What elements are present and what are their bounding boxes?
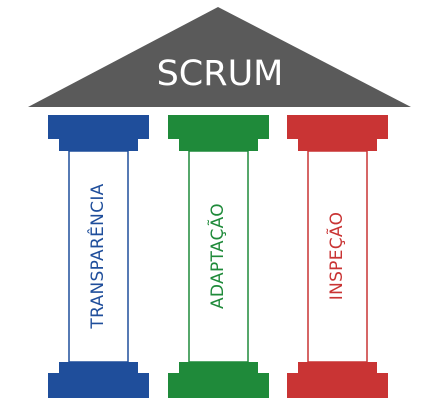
pillar-capital-neck — [298, 139, 377, 151]
pillar-capital-neck — [179, 139, 258, 151]
pillar-transparencia: TRANSPARÊNCIA — [48, 115, 149, 398]
roof-title: SCRUM — [157, 54, 284, 94]
pillar-label: ADAPTAÇÃO — [206, 203, 228, 309]
pillar-adaptacao: ADAPTAÇÃO — [168, 115, 269, 398]
pillar-capital — [287, 115, 388, 139]
roof: SCRUM — [28, 7, 411, 107]
pillar-capital-neck — [59, 139, 138, 151]
pillar-label: TRANSPARÊNCIA — [86, 183, 108, 329]
roof-triangle — [28, 7, 411, 107]
pillar-base — [287, 373, 388, 398]
pillar-label: INSPEÇÃO — [325, 212, 347, 301]
pillar-base-neck — [298, 362, 377, 373]
pillar-base-neck — [59, 362, 138, 373]
pillar-base — [168, 373, 269, 398]
pillar-shaft — [188, 150, 249, 363]
pillar-capital — [168, 115, 269, 139]
pillar-base — [48, 373, 149, 398]
pillar-base-neck — [179, 362, 258, 373]
pillar-capital — [48, 115, 149, 139]
pillar-inspecao: INSPEÇÃO — [287, 115, 388, 398]
